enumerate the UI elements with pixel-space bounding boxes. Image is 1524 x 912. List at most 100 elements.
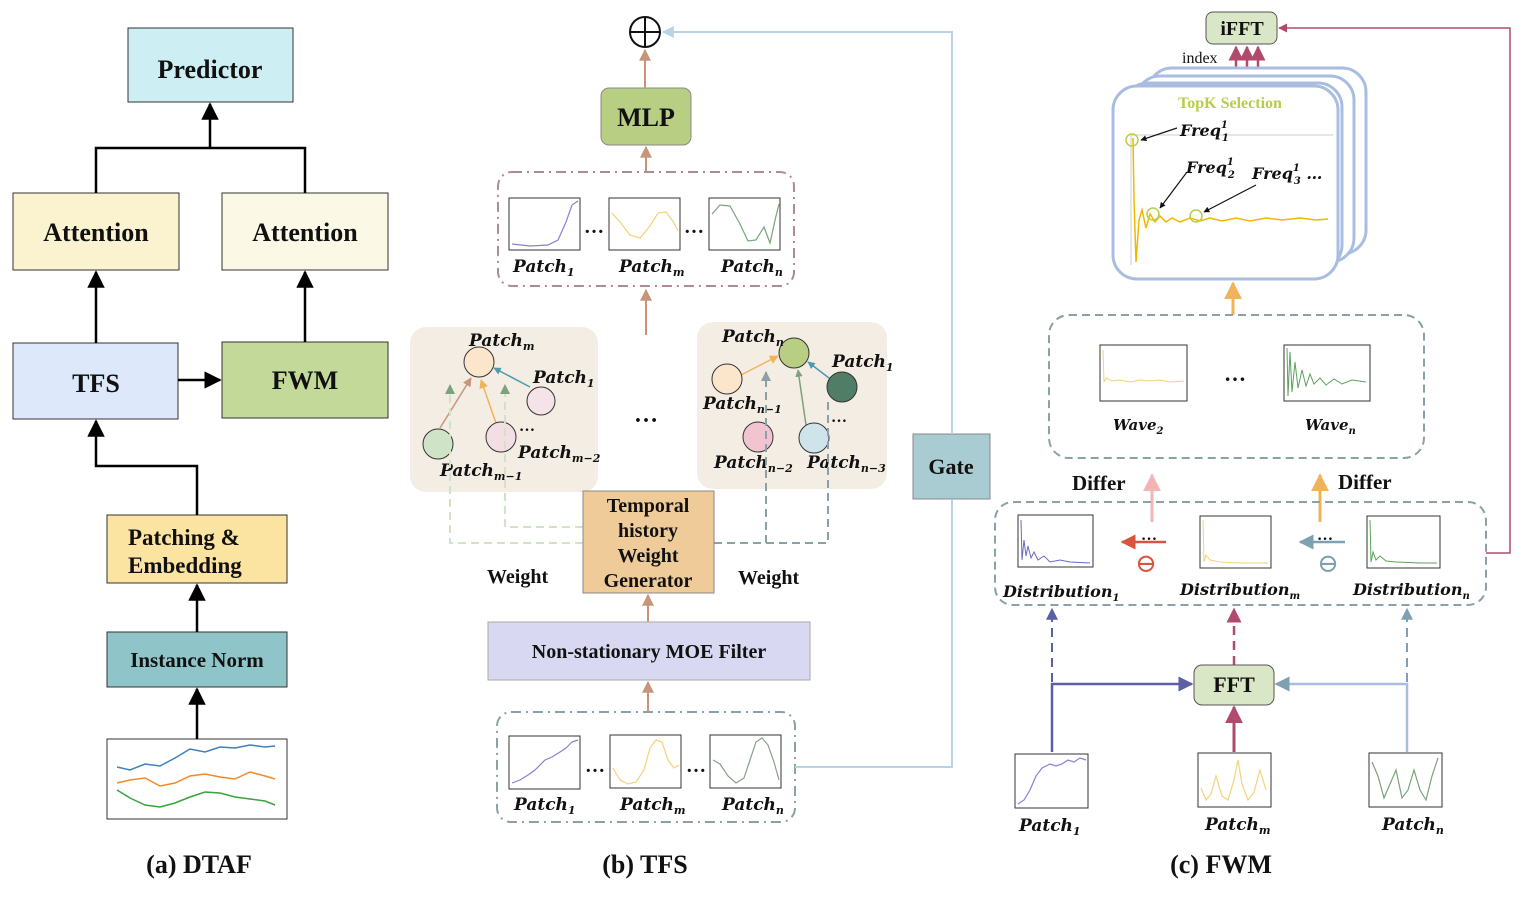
- left-edge-pm2: [479, 379, 497, 424]
- top-patch1-line: [511, 200, 579, 247]
- top-patchm-plot: [608, 197, 681, 251]
- top-patchn-line: [711, 203, 780, 246]
- generator-line2: history: [618, 520, 678, 542]
- instance-norm-box: [106, 631, 288, 688]
- right-dots: …: [831, 409, 847, 426]
- left-node-pm2: [485, 421, 517, 453]
- topk-title: TopK Selection: [1178, 95, 1282, 112]
- top-ellipsis-1: …: [584, 216, 604, 238]
- generator-line3: Weight: [617, 545, 678, 567]
- wave2-label: Wave2: [1113, 416, 1164, 437]
- fwm-patchn-line: [1371, 757, 1439, 802]
- left-pm1-label: Patchm−1: [439, 461, 522, 483]
- topk-marker-3: [1189, 209, 1203, 223]
- middle-ellipsis: …: [634, 402, 658, 428]
- left-node-pm: [463, 346, 495, 378]
- right-pn2-label: Patchn−2: [713, 453, 793, 475]
- dist-to-ifft-line: [1278, 23, 1511, 554]
- freq3-pointer: [1203, 184, 1257, 213]
- right-node-pn3: [798, 422, 830, 454]
- arrow-patching-to-tfs: [87, 419, 199, 515]
- ifft-label: iFFT: [1220, 18, 1264, 40]
- patching-label-line1: Patching &: [128, 525, 240, 550]
- bottom-patch1-line: [511, 739, 579, 784]
- top-patchm-line: [611, 211, 679, 239]
- right-pn1-label: Patchn−1: [702, 394, 782, 416]
- dist1-label: Distribution1: [1002, 582, 1119, 604]
- attention-left-label: Attention: [43, 218, 149, 247]
- weight-label-left: Weight: [487, 566, 548, 588]
- line-gate-to-plus: [661, 26, 953, 434]
- tfs-box: [12, 342, 179, 420]
- panel-b: MLP … … Patch1 Patchm Patchn Patchm Patc…: [410, 16, 991, 879]
- right-node-pn1: [711, 363, 743, 395]
- weight-line-left-outer: [445, 384, 583, 544]
- patching-label-line2: Embedding: [128, 553, 242, 578]
- right-p1-label: Patch1: [831, 352, 894, 374]
- input-series-orange: [116, 771, 276, 787]
- line-bottom-to-gate: [795, 500, 953, 768]
- left-edge-p1: [493, 367, 531, 388]
- minus-left-symbol: ⊖: [1135, 549, 1157, 578]
- top-patch1-label: Patch1: [512, 257, 575, 279]
- left-p1-label: Patch1: [532, 368, 595, 390]
- wave2-line: [1102, 349, 1185, 383]
- weight-line-right-inner: [714, 400, 829, 544]
- differ-left-label: Differ: [1072, 471, 1126, 495]
- fwm-label: FWM: [272, 366, 338, 395]
- fwm-patchm-label: Patchm: [1204, 815, 1271, 837]
- weight-line-left-inner: [500, 384, 583, 528]
- top-patchn-plot: [708, 197, 781, 251]
- differ-right-label: Differ: [1338, 470, 1392, 494]
- bottom-patchm-label: Patchm: [619, 795, 686, 817]
- bottom-patch1-label: Patch1: [513, 795, 576, 817]
- top-patchm-label: Patchm: [618, 257, 685, 279]
- patch1-to-fft-line: [1050, 676, 1194, 752]
- topk-card-front: [1111, 84, 1340, 281]
- patchn-to-fft-line: [1274, 676, 1409, 752]
- caption-b: (b) TFS: [602, 850, 688, 879]
- fwm-patchn-plot: [1368, 752, 1443, 808]
- right-node-pn2: [742, 421, 774, 453]
- bottom-patchn-line: [712, 737, 780, 784]
- top-patch1-plot: [508, 197, 581, 251]
- topk-marker-1: [1125, 133, 1139, 147]
- right-edge-pn3: [795, 369, 807, 426]
- instance-norm-label: Instance Norm: [130, 648, 264, 672]
- fwm-patch1-label: Patch1: [1018, 816, 1081, 838]
- weight-label-right: Weight: [738, 567, 799, 589]
- weight-generator-box: [582, 490, 715, 594]
- left-pm-label: Patchm: [468, 331, 535, 353]
- left-node-p1: [526, 386, 556, 416]
- left-node-pm1: [422, 428, 454, 460]
- dist1-line: [1020, 519, 1091, 564]
- waven-label: Waven: [1305, 416, 1356, 437]
- moe-filter-box: [487, 621, 811, 681]
- right-edge-pn1: [740, 355, 779, 376]
- top-ellipsis-2: …: [684, 216, 704, 238]
- fft-box: [1193, 664, 1275, 706]
- dist-dots-right: …: [1317, 527, 1333, 544]
- minus-right-symbol: ⊖: [1317, 549, 1339, 578]
- distn-plot: [1366, 515, 1441, 569]
- topk-spectrum-line: [1132, 137, 1329, 263]
- gate-box: [912, 433, 991, 500]
- caption-a: (a) DTAF: [146, 850, 252, 879]
- right-pn-label: Patchn: [721, 327, 784, 349]
- dist-dots-left: …: [1141, 527, 1157, 544]
- bottom-ellipsis-1: …: [585, 755, 605, 777]
- bottom-ellipsis-2: …: [686, 755, 706, 777]
- gate-label: Gate: [928, 454, 973, 479]
- fwm-patchm-line: [1200, 759, 1267, 802]
- generator-line4: Generator: [604, 570, 693, 592]
- left-edge-pm1: [439, 377, 472, 429]
- right-node-p1: [826, 371, 858, 403]
- predictor-label: Predictor: [158, 55, 263, 84]
- waves-container: [1048, 314, 1425, 459]
- fft-label: FFT: [1213, 672, 1255, 697]
- right-node-pn: [778, 337, 810, 369]
- freq1-pointer: [1140, 127, 1178, 142]
